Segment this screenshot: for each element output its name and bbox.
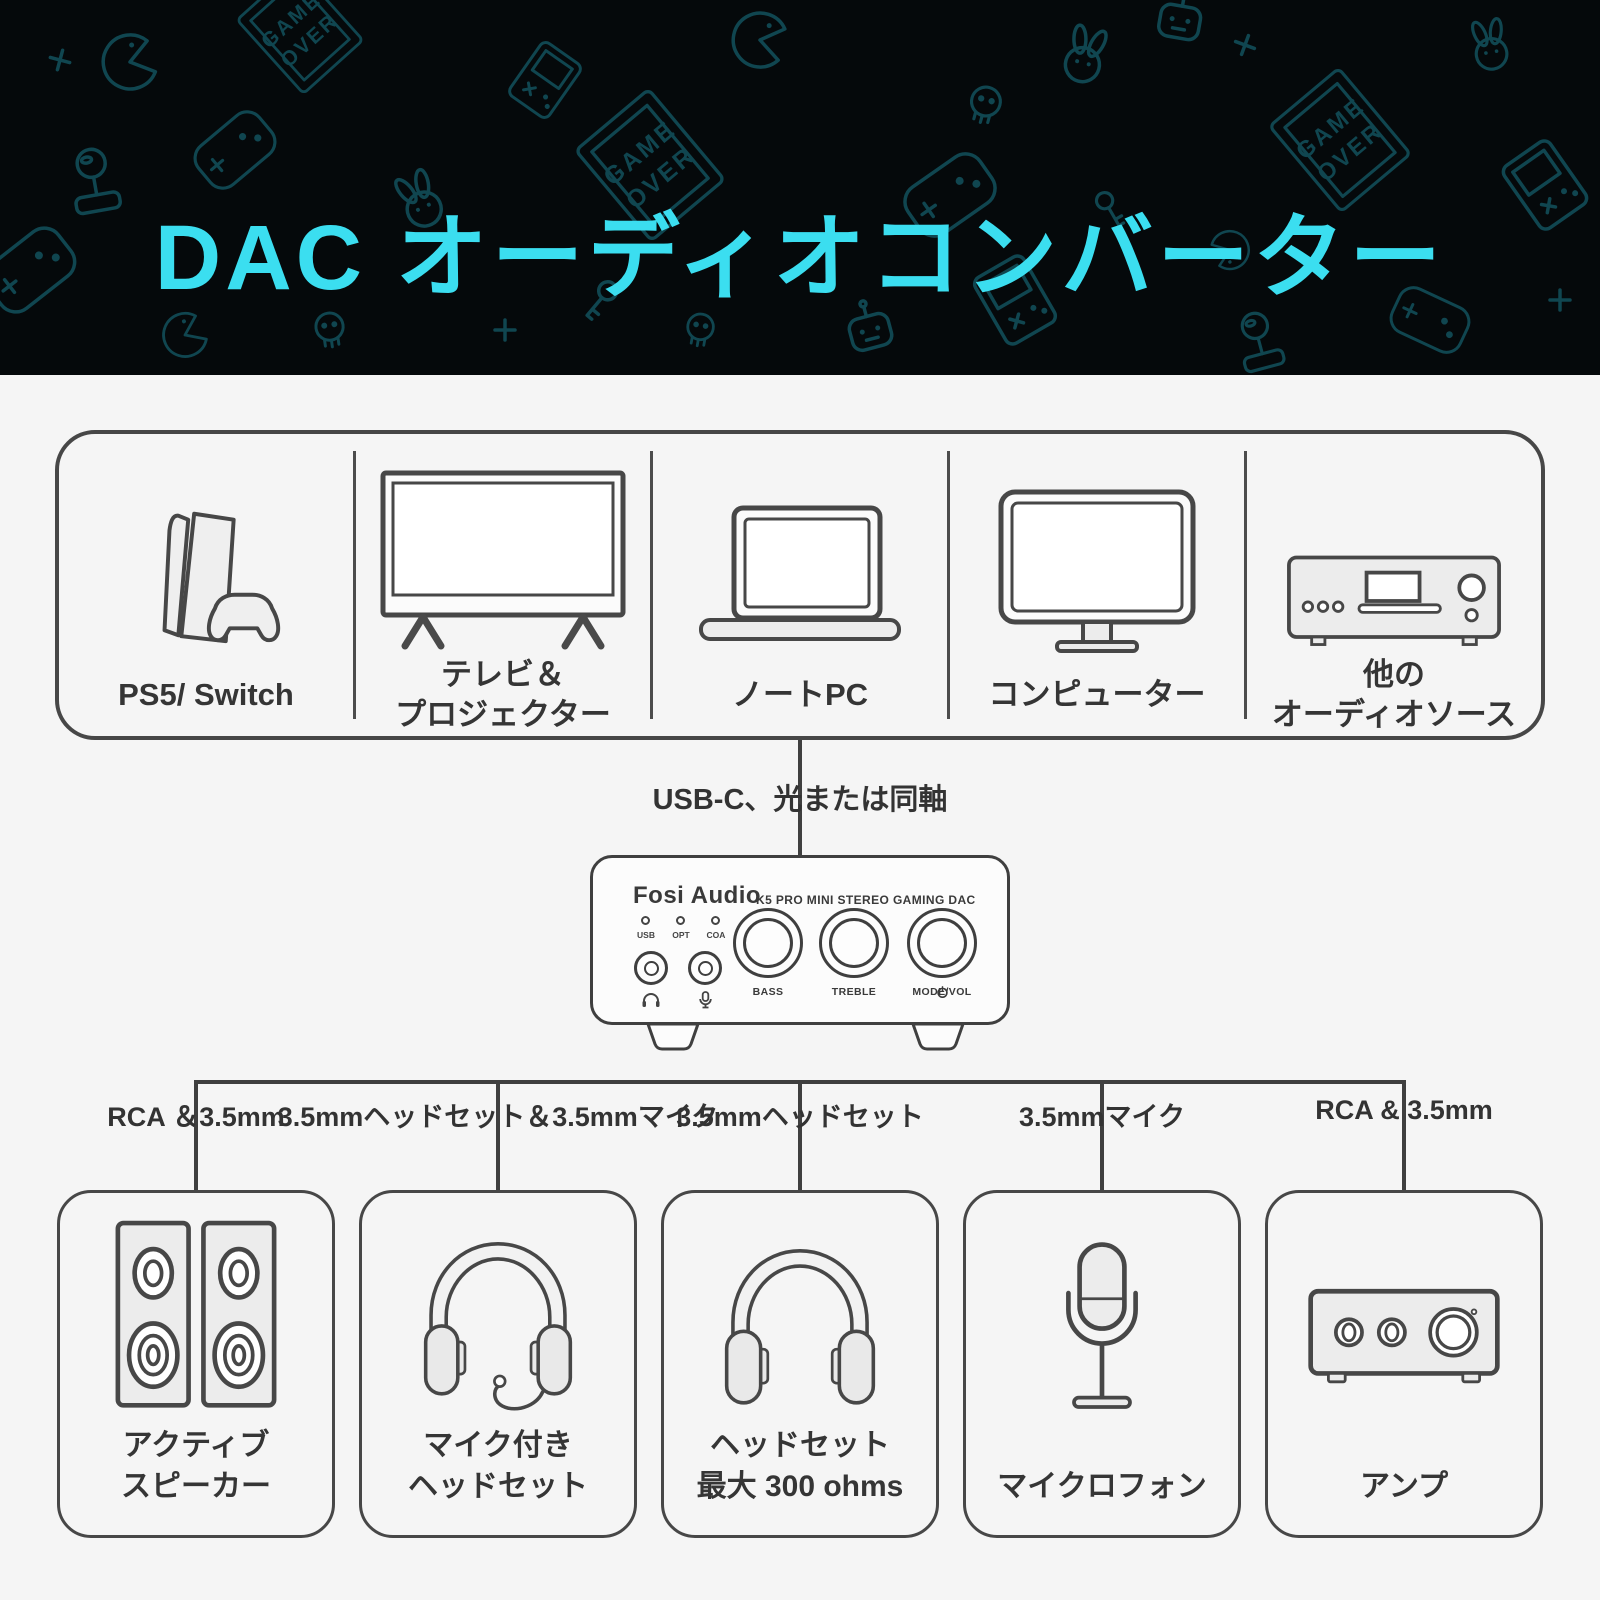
source-cell-ps5-switch: PS5/ Switch (59, 434, 353, 736)
output-drop-line (1100, 1080, 1104, 1192)
output-label: アクティブ スピーカー (121, 1429, 271, 1503)
opt-led-label: OPT (672, 930, 690, 940)
output-label: アンプ (1360, 1469, 1448, 1503)
ps5-console-controller-icon (162, 511, 281, 644)
active-speakers-icon (115, 1220, 277, 1408)
source-label: PS5/ Switch (118, 677, 294, 713)
output-drop-line (194, 1080, 198, 1192)
headphone-icon (642, 993, 660, 1007)
mic-jack (688, 951, 722, 985)
source-label: コンピューター (988, 677, 1206, 713)
headset-with-mic-icon (423, 1241, 573, 1411)
connection-label-mic: 3.5mmマイク (1018, 1102, 1185, 1132)
headphones-icon (724, 1248, 876, 1405)
headphone-jack (634, 951, 668, 985)
power-icon (936, 986, 948, 998)
connection-label-rca-35-right: RCA & 3.5mm (1315, 1095, 1493, 1125)
output-drop-line (798, 1080, 802, 1192)
panel-divider (947, 451, 950, 719)
dac-left-foot (646, 1022, 700, 1051)
connection-label-rca-35: RCA ＆3.5mm (107, 1102, 285, 1132)
opt-led (676, 916, 685, 925)
coa-led (711, 916, 720, 925)
output-label: マイクロフォン (997, 1469, 1207, 1503)
microphone-icon (698, 991, 712, 1009)
dac-right-foot (911, 1022, 965, 1051)
source-cell-laptop: ノートPC (653, 434, 947, 736)
output-box-headset-with-mic: マイク付き ヘッドセット (359, 1190, 637, 1538)
connection-label-headset: 3.5mmヘッドセット (676, 1102, 924, 1132)
source-cell-tv-projector: テレビ＆ プロジェクター (356, 434, 650, 736)
dac-device: Fosi Audio K5 PRO MINI STEREO GAMING DAC… (590, 855, 1010, 1025)
output-label: マイク付き ヘッドセット (408, 1429, 588, 1503)
panel-divider (1244, 451, 1247, 719)
panel-divider (650, 451, 653, 719)
laptop-icon (699, 505, 901, 641)
treble-knob (819, 908, 889, 978)
output-box-active-speakers: アクティブ スピーカー (57, 1190, 335, 1538)
output-box-microphone: マイクロフォン (963, 1190, 1241, 1538)
source-label: 他の オーディオソース (1271, 657, 1517, 732)
input-connection-label: USB-C、光または同軸 (652, 784, 948, 816)
usb-led-label: USB (637, 930, 655, 940)
source-label: ノートPC (731, 677, 869, 713)
output-drop-line (1402, 1080, 1406, 1192)
source-cell-computer: コンピューター (950, 434, 1244, 736)
input-connector-line (798, 740, 802, 857)
amplifier-icon (1308, 1288, 1500, 1383)
desktop-monitor-icon (998, 489, 1196, 653)
source-cell-other-audio: 他の オーディオソース (1247, 434, 1541, 736)
source-devices-panel: PS5/ Switch テレビ＆ プロジェクター (55, 430, 1545, 740)
page-title: DAC オーディオコンバーター (154, 206, 1446, 309)
output-box-amplifier: アンプ (1265, 1190, 1543, 1538)
audio-receiver-icon (1287, 555, 1501, 646)
mode-vol-knob (907, 908, 977, 978)
connection-label-headset-mic: 3.5mmヘッドセット＆3.5mmマイク (277, 1102, 719, 1132)
coa-led-label: COA (706, 930, 726, 940)
dac-model: K5 PRO MINI STEREO GAMING DAC (756, 893, 976, 907)
output-drop-line (496, 1080, 500, 1192)
source-label: テレビ＆ プロジェクター (395, 657, 611, 732)
usb-led (641, 916, 650, 925)
dac-brand: Fosi Audio (633, 882, 762, 909)
bass-knob (733, 908, 803, 978)
output-box-headset-300ohms: ヘッドセット 最大 300 ohms (661, 1190, 939, 1538)
tv-projector-icon (380, 470, 626, 650)
panel-divider (353, 451, 356, 719)
microphone-stand-icon (1066, 1242, 1138, 1409)
output-label: ヘッドセット 最大 300 ohms (696, 1429, 904, 1503)
header-banner: GAME OVER (0, 0, 1600, 375)
gaming-pattern-background: GAME OVER (0, 0, 1600, 375)
